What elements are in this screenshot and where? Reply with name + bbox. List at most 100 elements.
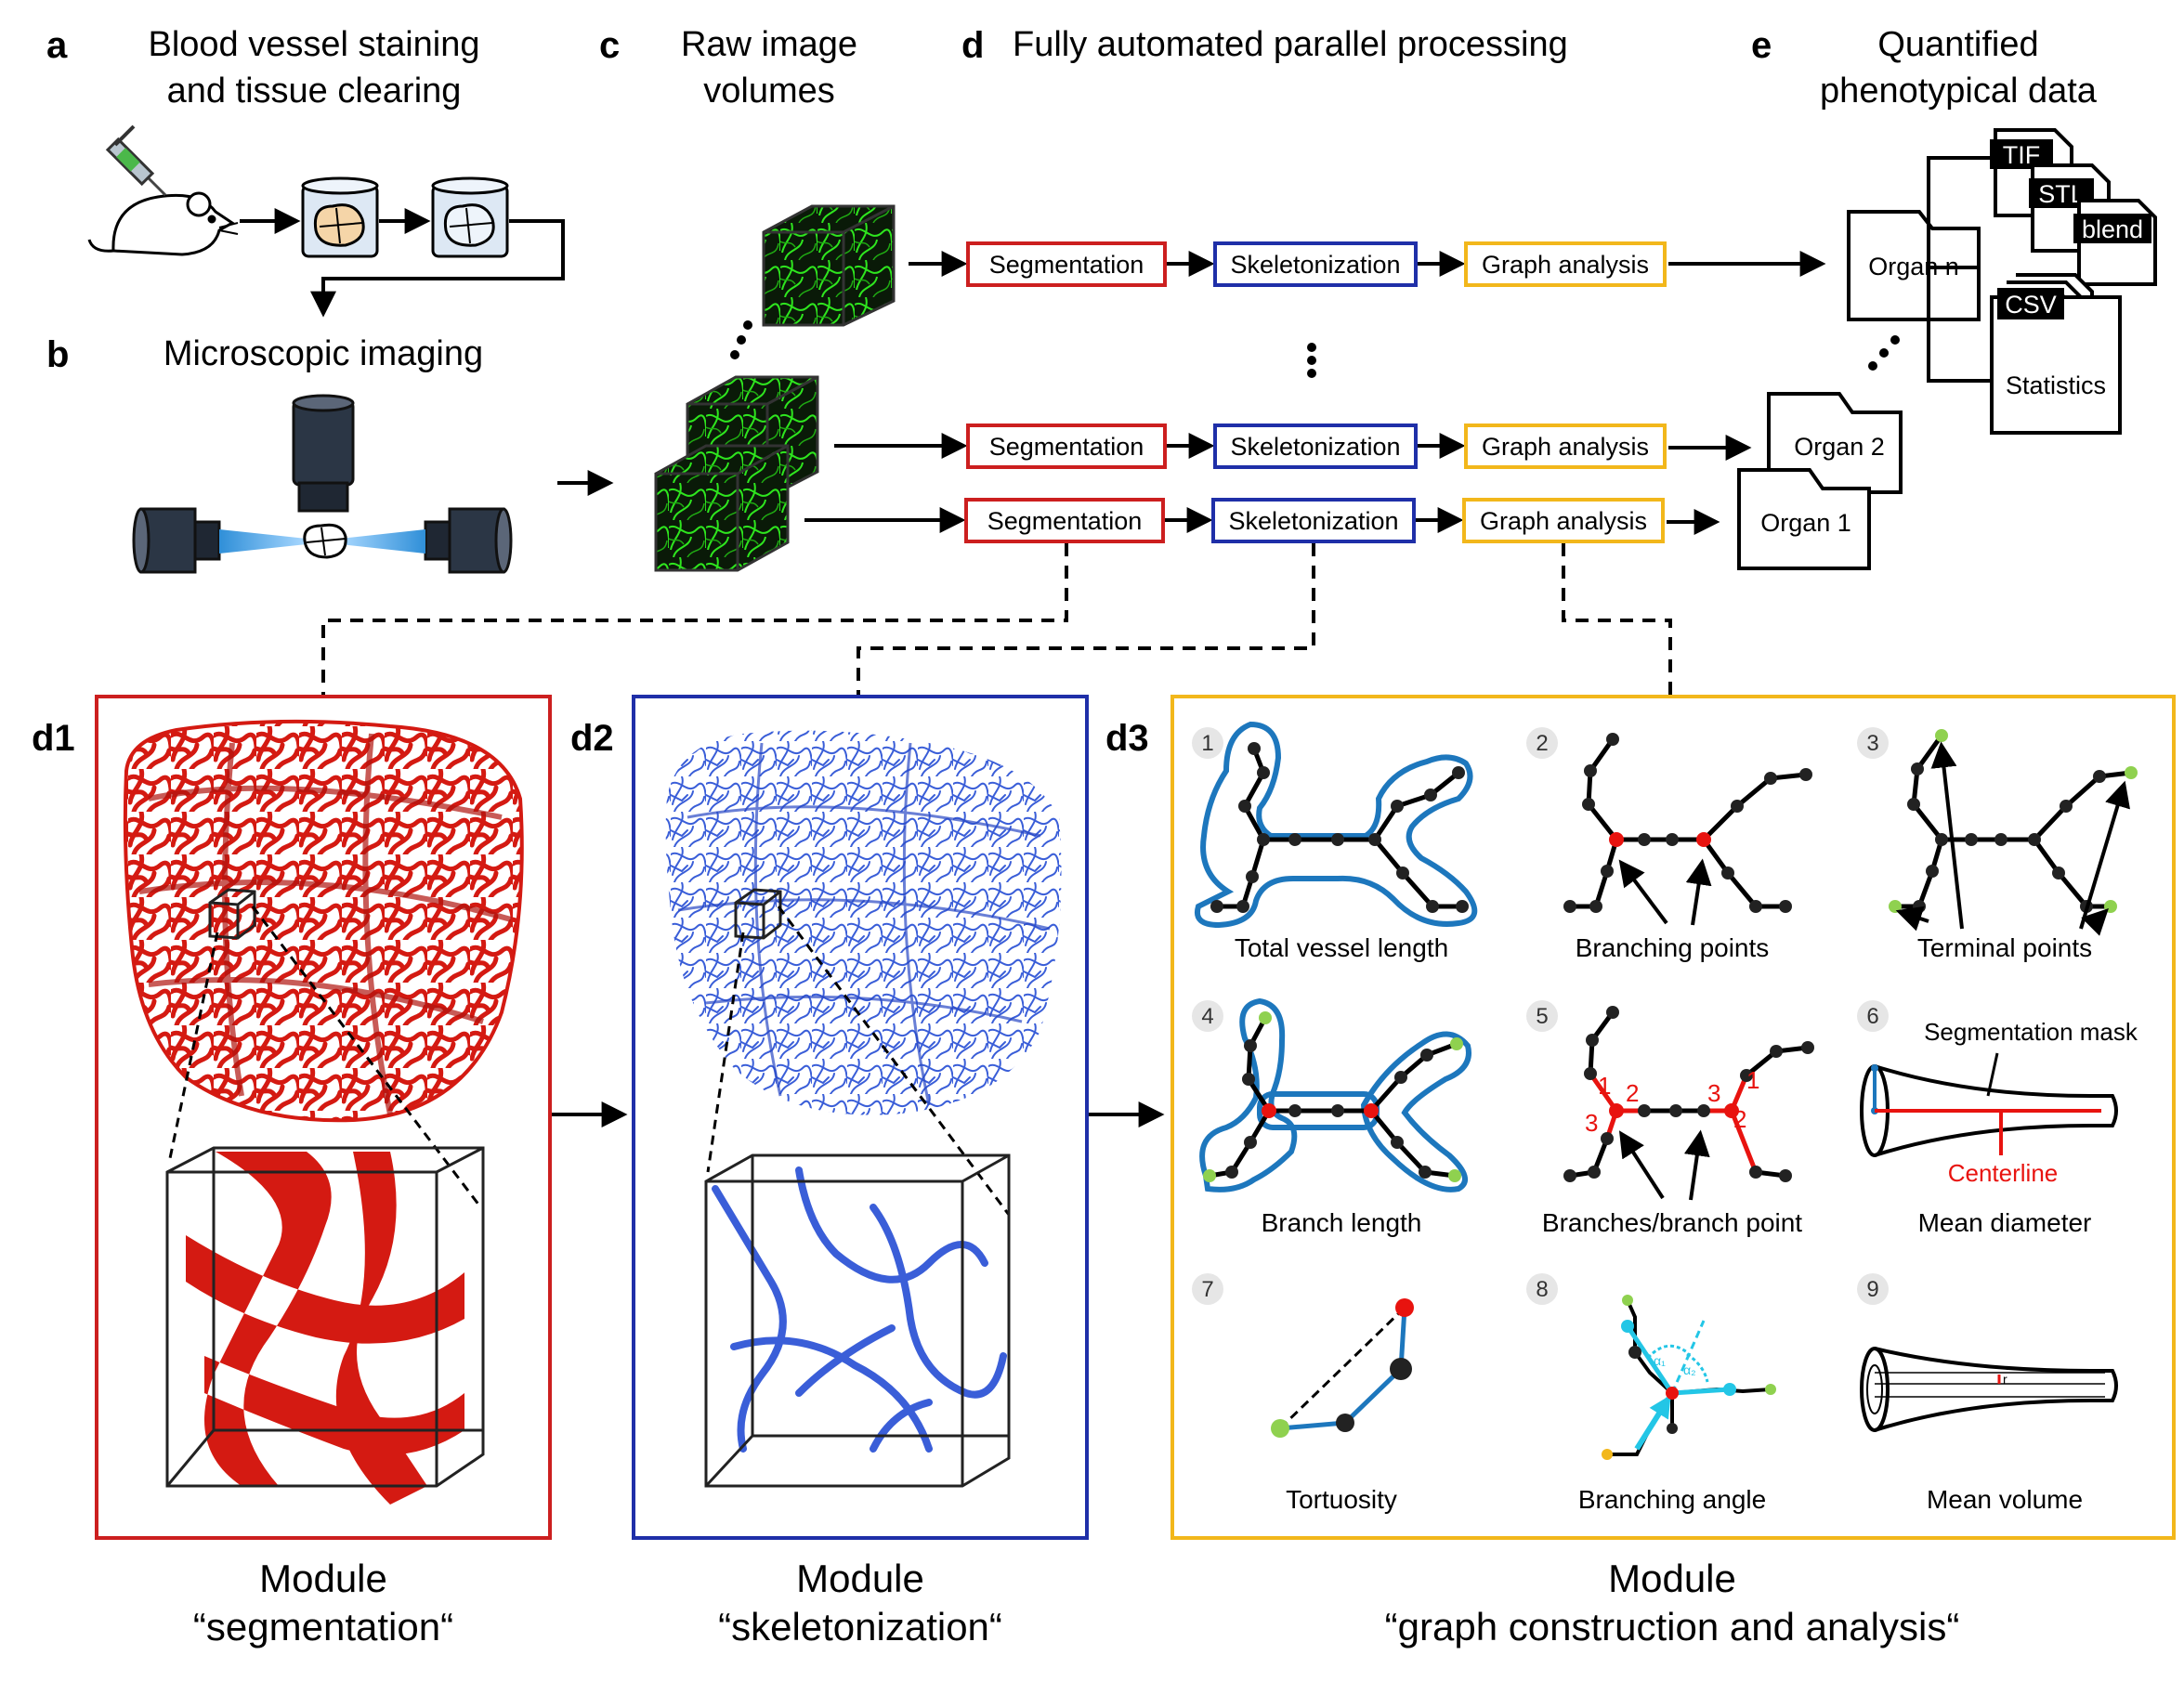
zoom-box-skeletonization <box>704 1153 1011 1488</box>
metric-number-badge <box>1192 1000 1223 1032</box>
file-blend-icon: blend <box>2073 199 2157 286</box>
pipeline-row-2: Segmentation Skeletonization Graph analy… <box>834 424 1752 469</box>
panel-a-title-line2: and tissue clearing <box>167 72 462 111</box>
panel-b-heading: b Microscopic imaging <box>46 334 483 375</box>
graph-analysis-box <box>1464 241 1667 287</box>
dashed-connectors <box>321 543 1672 697</box>
metric-3-graph <box>1889 729 2138 936</box>
panel-d-title: Fully automated parallel processing <box>1013 25 1568 64</box>
metric-8-graph: α₁ α₂ <box>1602 1295 1776 1460</box>
segmentation-mask-label: Segmentation mask <box>1924 1018 2138 1046</box>
zoom-lines-segmentation <box>167 906 481 1206</box>
branch-num-3-left: 3 <box>1585 1109 1598 1137</box>
jar-2-icon <box>431 176 509 258</box>
metric-number: 8 <box>1536 1277 1548 1302</box>
file-stl-label: STL <box>2038 180 2085 208</box>
metric-4-graph <box>1199 997 1471 1192</box>
metric-9-graph: r <box>1860 1347 2118 1432</box>
metric-number-badge <box>1526 1273 1558 1305</box>
arrow-a-to-b <box>310 219 565 318</box>
metric-caption: Branching points <box>1576 933 1770 962</box>
metric-caption: Mean diameter <box>1918 1208 2092 1237</box>
module-graph-line2: “graph construction and analysis“ <box>1385 1605 1960 1648</box>
segmentation-box <box>964 498 1165 543</box>
panel-label-a: a <box>46 25 68 66</box>
ellipsis-dots-c <box>730 320 752 359</box>
panel-c-title-line1: Raw image <box>681 25 857 64</box>
microscope-illustration <box>132 394 513 574</box>
metric-number-badge <box>1526 727 1558 759</box>
panel-label-d: d <box>961 25 984 66</box>
statistics-stack-icon: CSV Statistics <box>1990 273 2122 435</box>
zoom-lines-skeletonization <box>706 906 1011 1216</box>
panel-label-d3: d3 <box>1105 718 1149 759</box>
metric-number-badge <box>1526 1000 1558 1032</box>
panel-a-heading: a Blood vessel staining and tissue clear… <box>46 25 480 111</box>
metric-number-badge <box>1857 1273 1889 1305</box>
zoom-box-small-segmentation <box>208 888 256 940</box>
module-graph-line1: Module <box>1608 1557 1736 1600</box>
metric-caption: Branching angle <box>1578 1485 1766 1514</box>
panel-c-title-line2: volumes <box>703 72 835 111</box>
metric-7-graph <box>1271 1298 1414 1438</box>
segmentation-label: Segmentation <box>989 433 1144 461</box>
file-blend-label: blend <box>2082 215 2143 243</box>
metric-number-badge <box>1192 1273 1223 1305</box>
branch-num-3-right: 3 <box>1707 1079 1720 1107</box>
metric-caption: Terminal points <box>1917 933 2092 962</box>
panel-b-title: Microscopic imaging <box>163 334 483 373</box>
metric-number: 4 <box>1201 1004 1213 1029</box>
blue-skeleton-zoom-volume <box>712 1166 1007 1453</box>
module-segmentation-line2: “segmentation“ <box>193 1605 453 1648</box>
module-skeletonization-line2: “skeletonization“ <box>718 1605 1002 1648</box>
folder-organ-n: Organ n <box>1847 210 1981 321</box>
skeletonization-box <box>1213 241 1418 287</box>
metric-caption: Mean volume <box>1927 1485 2083 1514</box>
metric-number: 9 <box>1866 1277 1878 1302</box>
jar-1-icon <box>301 176 379 258</box>
graph-analysis-box <box>1464 424 1667 469</box>
organ-1-label: Organ 1 <box>1760 509 1851 537</box>
graph-analysis-label: Graph analysis <box>1482 433 1649 461</box>
ellipsis-dots-d <box>1307 343 1316 378</box>
panel-e-title-line1: Quantified <box>1877 25 2038 64</box>
metric-number: 1 <box>1201 731 1213 756</box>
skeletonization-box <box>1213 424 1418 469</box>
metric-caption: Total vessel length <box>1235 933 1448 962</box>
metric-5-graph: 1 2 3 1 2 3 <box>1563 1006 1814 1201</box>
segmentation-box <box>966 241 1167 287</box>
metric-number: 2 <box>1536 731 1548 756</box>
segmentation-label: Segmentation <box>987 507 1143 535</box>
graph-analysis-label: Graph analysis <box>1482 251 1649 279</box>
branch-num-1-right: 1 <box>1746 1066 1759 1094</box>
metric-number: 3 <box>1866 731 1878 756</box>
metric-number-badge <box>1192 727 1223 759</box>
csv-label: CSV <box>2005 291 2057 319</box>
bracket-statistics <box>1927 267 1992 383</box>
panel-label-b: b <box>46 334 69 375</box>
graph-analysis-label: Graph analysis <box>1480 507 1647 535</box>
skeletonization-label: Skeletonization <box>1230 251 1400 279</box>
bracket-files <box>1927 156 1990 269</box>
panel-e-heading: e Quantified phenotypical data <box>1751 25 2098 111</box>
panel-label-d2: d2 <box>570 718 614 759</box>
panel-label-e: e <box>1751 25 1772 66</box>
angle-alpha2-label: α₂ <box>1683 1362 1696 1377</box>
panel-e-title-line2: phenotypical data <box>1820 72 2098 111</box>
skeletonization-label: Skeletonization <box>1228 507 1398 535</box>
zoom-box-segmentation <box>165 1146 485 1488</box>
graph-analysis-box <box>1462 498 1665 543</box>
folder-organ-1: Organ 1 <box>1737 468 1871 570</box>
syringe-icon <box>105 124 167 197</box>
raw-volume-cube-n <box>762 204 896 327</box>
